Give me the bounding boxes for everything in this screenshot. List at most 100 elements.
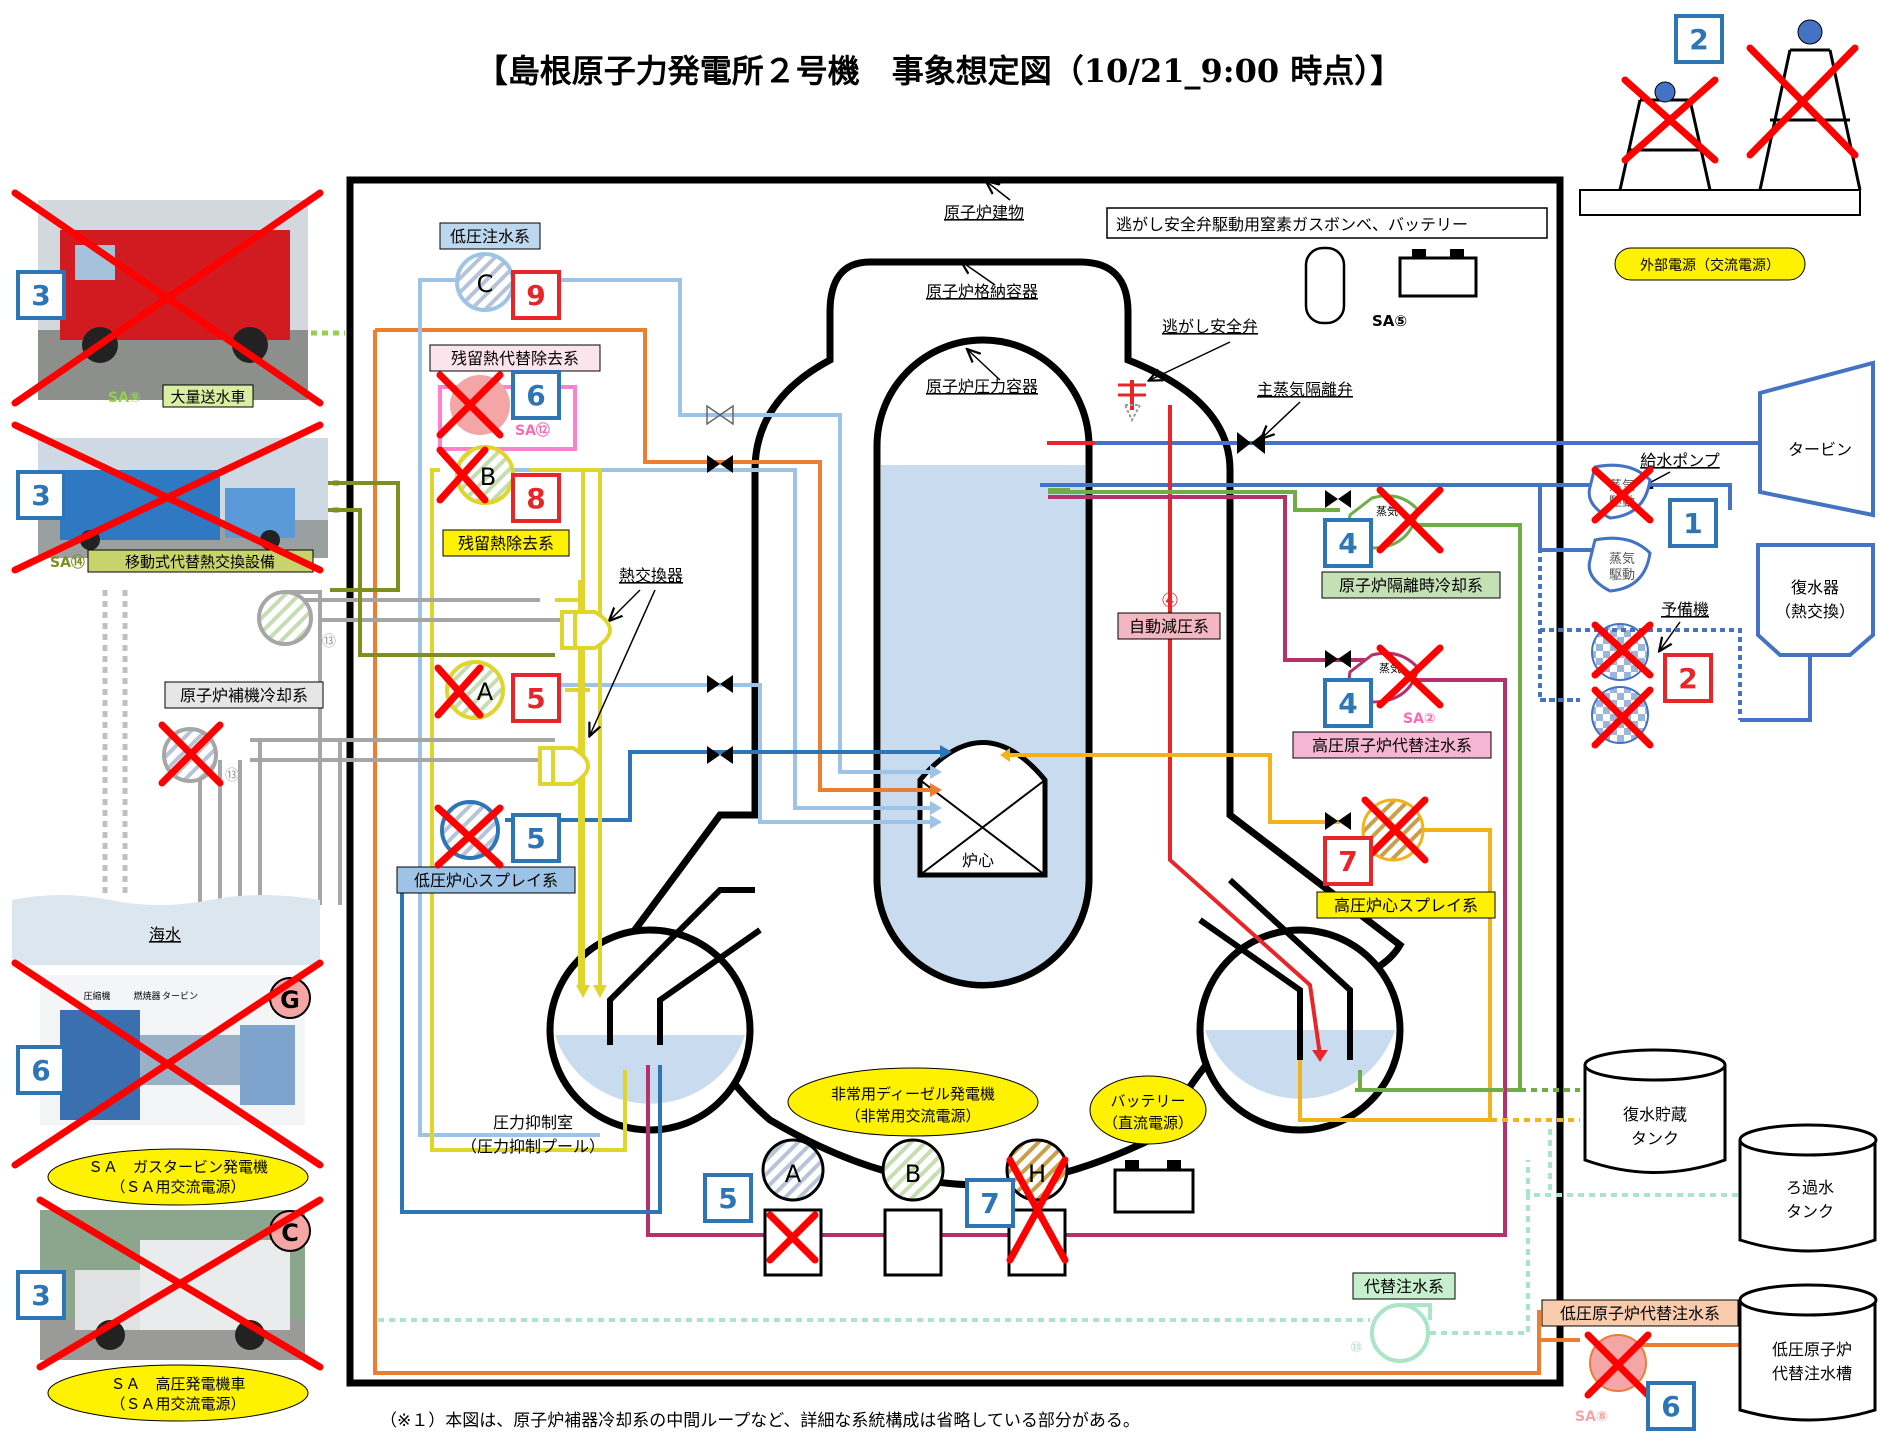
mobile-hx-label: 移動式代替熱交換設備 bbox=[125, 553, 275, 571]
vessel-water bbox=[881, 465, 1085, 982]
cst-tank bbox=[1583, 1048, 1727, 1174]
msiv-valve bbox=[1237, 432, 1265, 454]
rhr-label-box bbox=[442, 529, 570, 557]
condenser-label-2: （熱交換） bbox=[1775, 602, 1855, 621]
rcic-label: 原子炉隔離時冷却系 bbox=[1339, 576, 1483, 595]
sa2-label: SA② bbox=[1403, 711, 1436, 727]
core-label: 炉心 bbox=[962, 851, 994, 870]
diesel-generator-b bbox=[881, 1138, 945, 1277]
seawater-dotted bbox=[102, 590, 128, 895]
badge-2-spare: 2 bbox=[1678, 662, 1697, 695]
lp-tank-label-2: 代替注水槽 bbox=[1772, 1364, 1852, 1383]
badge-3-truck: 3 bbox=[31, 279, 50, 312]
lp-alt-injection-label: 低圧原子炉代替注水系 bbox=[1560, 1304, 1720, 1323]
badge-3-hvtruck: 3 bbox=[31, 1279, 50, 1312]
filtered-water-tank bbox=[1738, 1123, 1878, 1253]
lpcs-label-box bbox=[396, 866, 576, 894]
badge-5-lpcs: 5 bbox=[526, 822, 545, 855]
alt-injection-pump bbox=[1370, 1303, 1432, 1363]
heat-exchanger-label: 熱交換器 bbox=[619, 566, 683, 585]
mass-water-truck-label-box bbox=[162, 384, 254, 408]
pointer-line bbox=[968, 350, 1001, 381]
external-power-label: 外部電源（交流電源） bbox=[1640, 257, 1780, 274]
ads-label: 自動減圧系 bbox=[1129, 617, 1209, 636]
badge-4-hpac: 4 bbox=[1338, 687, 1357, 720]
filtered-label-1: ろ過水 bbox=[1786, 1178, 1834, 1197]
rhr-line bbox=[430, 468, 627, 1152]
rccw-label-box bbox=[164, 681, 324, 709]
photo-turbine-label: タービン bbox=[162, 991, 198, 1002]
rccw-pump-1 bbox=[257, 590, 322, 646]
alt-injection-label: 代替注水系 bbox=[1364, 1277, 1444, 1296]
pressure-vessel-label: 原子炉圧力容器 bbox=[926, 377, 1038, 396]
lpci-label-box bbox=[439, 222, 541, 250]
containment-label: 原子炉格納容器 bbox=[926, 282, 1038, 301]
srv-valve bbox=[1118, 380, 1146, 423]
mass-water-truck-label: 大量送水車 bbox=[170, 388, 245, 406]
rhr-alt-pump bbox=[450, 375, 510, 435]
hv-truck-label-1: ＳＡ 高圧発電機車 bbox=[110, 1375, 245, 1393]
drywell-leg-left2 bbox=[657, 927, 762, 1045]
condenser bbox=[1756, 543, 1875, 657]
battery-label-2: （直流電源） bbox=[1103, 1114, 1193, 1132]
ads-label-box bbox=[1117, 612, 1221, 640]
rccw-lines bbox=[198, 598, 560, 905]
ads-number: ④ bbox=[1161, 588, 1179, 612]
hpac-label-box bbox=[1292, 731, 1492, 759]
rccw-label: 原子炉補機冷却系 bbox=[180, 686, 308, 705]
badge-g-label: G bbox=[280, 986, 300, 1014]
spare-unit-label: 予備機 bbox=[1661, 600, 1709, 619]
gtg-label-2: （ＳＡ用交流電源） bbox=[110, 1178, 245, 1196]
turbine-label: タービン bbox=[1788, 440, 1852, 459]
rcic-label-box bbox=[1321, 571, 1501, 599]
rhr-alt-label: 残留熱代替除去系 bbox=[451, 349, 579, 368]
msiv-label: 主蒸気隔離弁 bbox=[1257, 380, 1353, 399]
badge-3-hx: 3 bbox=[31, 479, 50, 512]
badge-c-label: C bbox=[281, 1219, 299, 1247]
mobile-hx-lines bbox=[325, 481, 555, 657]
mobile-hx-label-box bbox=[87, 549, 314, 573]
hpcs-line bbox=[1010, 753, 1492, 1122]
suppression-label-2: （圧力抑制プール） bbox=[461, 1137, 605, 1156]
sa14-label: SA⑭ bbox=[50, 554, 85, 571]
pointer-line bbox=[610, 589, 641, 620]
lpci-label: 低圧注水系 bbox=[450, 227, 530, 246]
drywell-leg-right2 bbox=[1198, 917, 1303, 1060]
alt-injection-dotted bbox=[378, 1160, 1745, 1335]
pump-a-label: A bbox=[477, 678, 494, 706]
gtg-note bbox=[47, 1148, 309, 1206]
lpcs-label: 低圧炉心スプレイ系 bbox=[414, 871, 558, 890]
edg-label-1: 非常用ディーゼル発電機 bbox=[831, 1085, 995, 1103]
hpcs-label-box bbox=[1316, 891, 1496, 919]
battery-icon bbox=[1398, 249, 1478, 298]
seawater-label: 海水 bbox=[149, 925, 181, 944]
badge-5-dg: 5 bbox=[718, 1182, 737, 1215]
valve-icon bbox=[706, 404, 1351, 830]
heat-exchanger-2 bbox=[538, 746, 590, 786]
badge-5-a: 5 bbox=[526, 682, 545, 715]
nitrogen-cylinder bbox=[1304, 246, 1346, 325]
battery-note bbox=[1089, 1075, 1207, 1145]
hv-truck-label-2: （ＳＡ用交流電源） bbox=[110, 1395, 245, 1413]
condenser-label-1: 復水器 bbox=[1791, 578, 1839, 597]
lp-alt-injection-label-box bbox=[1541, 1299, 1739, 1327]
reactor-building-frame bbox=[346, 176, 1564, 1387]
pointer-line bbox=[1660, 621, 1681, 650]
srv-label: 逃がし安全弁 bbox=[1162, 317, 1258, 336]
page-title: 【島根原子力発電所２号機 事象想定図（10/21_9:00 時点）】 bbox=[476, 52, 1403, 90]
nitrogen-battery-box bbox=[1106, 207, 1548, 239]
nitrogen-battery-label: 逃がし安全弁駆動用窒素ガスボンベ、バッテリー bbox=[1116, 215, 1468, 234]
badge-6-rhralt: 6 bbox=[526, 379, 545, 412]
edg-label-2: （非常用交流電源） bbox=[845, 1107, 980, 1125]
sa9-label: SA⑨ bbox=[108, 390, 141, 406]
pump-a bbox=[445, 660, 505, 720]
pointer-line bbox=[1150, 341, 1231, 380]
fw2-steam-label: 蒸気 bbox=[1609, 551, 1635, 567]
reactor-building-label: 原子炉建物 bbox=[944, 203, 1024, 222]
heat-exchanger-1 bbox=[560, 610, 612, 650]
sa5-label: SA⑤ bbox=[1372, 312, 1407, 330]
filtered-label-2: タンク bbox=[1786, 1202, 1834, 1221]
feedwater-pump-2 bbox=[1587, 536, 1652, 593]
turbine bbox=[1758, 360, 1875, 518]
